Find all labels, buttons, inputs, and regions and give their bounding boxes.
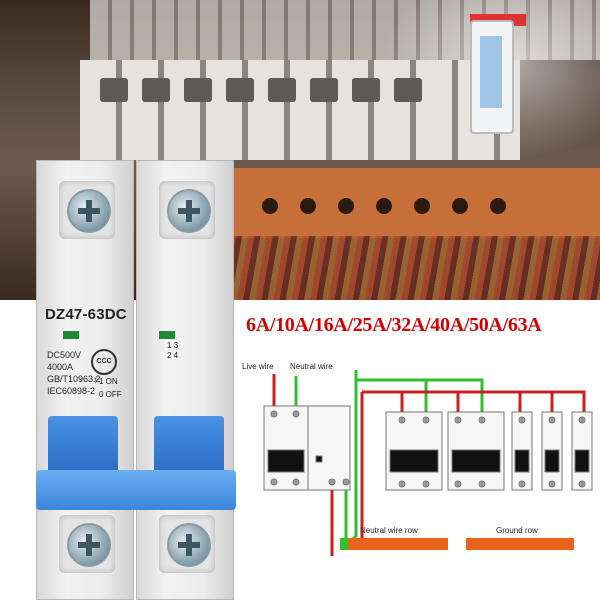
- meter-screen: [480, 36, 502, 108]
- single-breaker-1: [511, 411, 533, 491]
- terminal-hole: [376, 198, 392, 214]
- screw-icon: [67, 189, 111, 233]
- breaker-lever: [268, 78, 296, 102]
- single-breaker-3: [571, 411, 593, 491]
- terminal-hole: [262, 198, 278, 214]
- amperage-options: 6A/10A/16A/25A/32A/40A/50A/63A: [246, 314, 542, 336]
- double-breaker-2: [447, 411, 505, 491]
- double-breaker-1: [385, 411, 443, 491]
- toggle-handle-left[interactable]: [48, 416, 118, 476]
- neutral-busbar-terminal: [340, 538, 348, 550]
- energy-meter: [470, 20, 514, 134]
- breaker-pole-right: 1 3 2 4: [136, 160, 234, 600]
- breaker-lever: [394, 78, 422, 102]
- screw-icon: [167, 189, 211, 233]
- breaker-lever: [352, 78, 380, 102]
- breaker-pole-left: DZ47-63DC DC500V 4000A GB/T10963.2 IEC60…: [36, 160, 134, 600]
- wiring-diagram: Live wire Neutral wire Neutral wire row …: [236, 346, 600, 600]
- breaker-lever: [100, 78, 128, 102]
- spec-standard-gb: GB/T10963.2: [47, 374, 101, 384]
- ground-row-label: Ground row: [496, 526, 538, 535]
- pole-wiring-symbol: 1 3 2 4: [167, 341, 179, 360]
- ground-busbar: [466, 538, 574, 550]
- breaker-lever: [142, 78, 170, 102]
- spec-list: DC500V 4000A GB/T10963.2 IEC60898-2: [47, 349, 101, 397]
- toggle-handle-base[interactable]: [36, 470, 236, 510]
- live-wire-label: Live wire: [242, 362, 274, 371]
- status-indicator: [159, 331, 175, 339]
- terminal-hole: [452, 198, 468, 214]
- wiring-diagram-svg: [263, 370, 593, 556]
- screw-icon: [167, 523, 211, 567]
- terminal-hole: [414, 198, 430, 214]
- circuit-breaker: DZ47-63DC DC500V 4000A GB/T10963.2 IEC60…: [36, 160, 236, 600]
- single-breaker-2: [541, 411, 563, 491]
- spec-standard-iec: IEC60898-2: [47, 386, 96, 396]
- terminal-hole: [490, 198, 506, 214]
- panel-background-photo: [0, 0, 600, 300]
- screw-icon: [67, 523, 111, 567]
- ccc-mark-icon: CCC: [91, 349, 117, 375]
- breaker-row-near: [80, 60, 520, 160]
- toggle-handle-right[interactable]: [154, 416, 224, 476]
- breaker-lever: [184, 78, 212, 102]
- main-breaker: [263, 405, 351, 491]
- switch-legend: 1 ON 0 OFF: [99, 375, 122, 401]
- arrow-up-icon: ↑: [93, 375, 98, 386]
- model-label: DZ47-63DC: [45, 306, 127, 323]
- terminal-hole: [300, 198, 316, 214]
- neutral-busbar: [340, 538, 448, 550]
- off-label: 0 OFF: [99, 390, 122, 399]
- on-label: 1 ON: [99, 377, 118, 386]
- neutral-row-label: Neutral wire row: [360, 526, 418, 535]
- terminal-hole: [338, 198, 354, 214]
- breaker-lever: [226, 78, 254, 102]
- status-indicator: [63, 331, 79, 339]
- wire-bundle: [230, 236, 600, 300]
- neutral-wire-label: Neutral wire: [290, 362, 333, 371]
- breaker-lever: [310, 78, 338, 102]
- spec-voltage: DC500V: [47, 350, 82, 360]
- spec-breaking-capacity: 4000A: [47, 362, 74, 372]
